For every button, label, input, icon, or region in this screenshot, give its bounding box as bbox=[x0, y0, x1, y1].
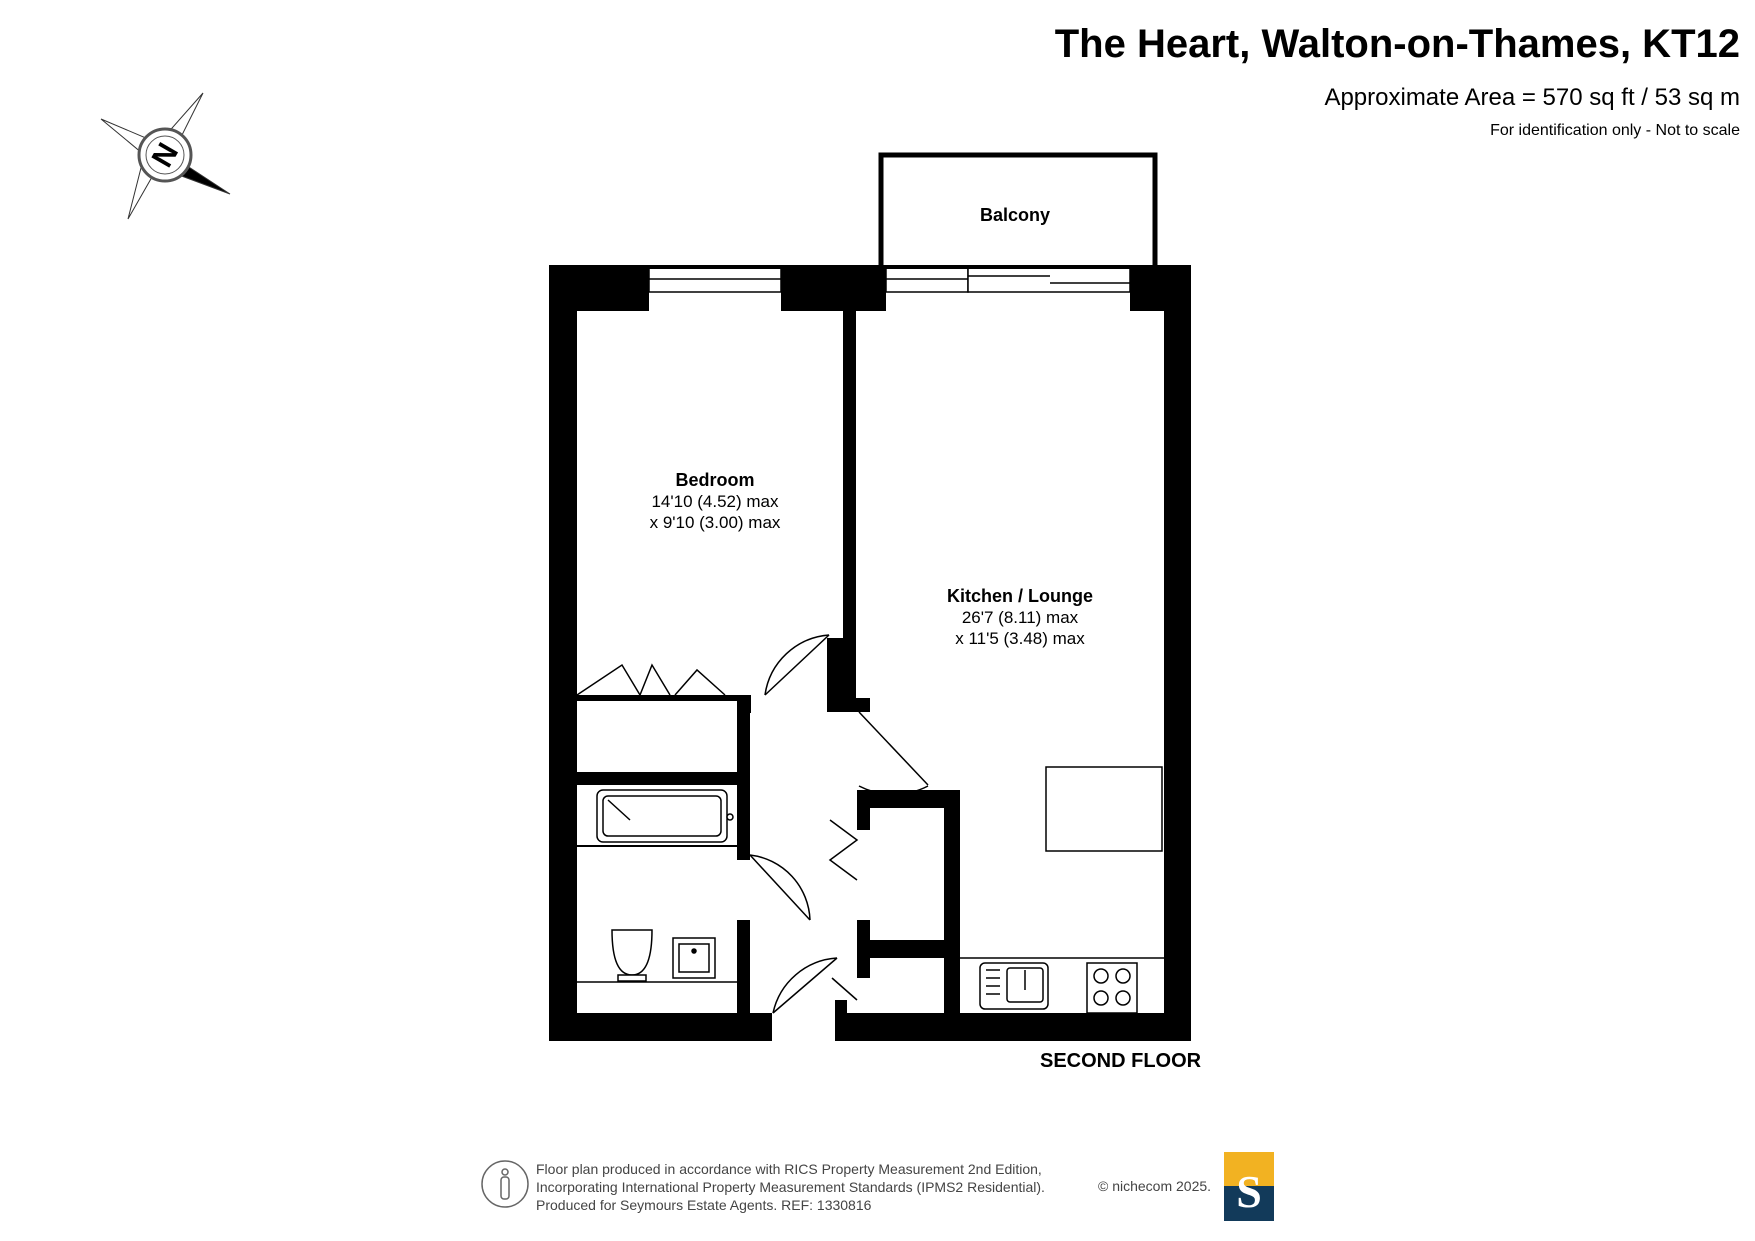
page-title: The Heart, Walton-on-Thames, KT12 bbox=[1054, 22, 1740, 66]
copyright: © nichecom 2025. bbox=[1098, 1178, 1212, 1194]
room-kitchen-lounge: Kitchen / Lounge 26'7 (8.11) max x 11'5 … bbox=[920, 586, 1120, 649]
balcony-name: Balcony bbox=[979, 205, 1051, 225]
footer-line-2: Incorporating International Property Mea… bbox=[536, 1179, 1045, 1195]
footer-line-1: Floor plan produced in accordance with R… bbox=[536, 1161, 1042, 1177]
balcony-outline bbox=[878, 152, 1158, 292]
compass-north-icon: N bbox=[100, 92, 231, 220]
footer-text: Floor plan produced in accordance with R… bbox=[536, 1160, 1045, 1214]
toilet bbox=[611, 929, 653, 976]
room-balcony: Balcony bbox=[940, 205, 1090, 226]
windows bbox=[648, 265, 1131, 293]
footer-line-3: Produced for Seymours Estate Agents. REF… bbox=[536, 1197, 872, 1213]
person-icon bbox=[481, 1160, 529, 1208]
scale-note: For identification only - Not to scale bbox=[1490, 122, 1740, 139]
kitchen-lounge-dim-2: x 11'5 (3.48) max bbox=[955, 629, 1085, 648]
bedroom-name: Bedroom bbox=[675, 470, 755, 490]
seymours-logo: S bbox=[1224, 1152, 1274, 1221]
fixtures bbox=[577, 766, 1164, 1014]
kitchen-lounge-name: Kitchen / Lounge bbox=[947, 586, 1093, 606]
kitchen-island bbox=[1045, 766, 1163, 852]
hob bbox=[1086, 962, 1138, 1014]
walls bbox=[549, 265, 1191, 1041]
bedroom-dim-2: x 9'10 (3.00) max bbox=[649, 513, 781, 532]
doors bbox=[576, 634, 929, 1014]
kitchen-lounge-dim-1: 26'7 (8.11) max bbox=[961, 608, 1079, 627]
bedroom-dim-1: 14'10 (4.52) max bbox=[651, 492, 779, 511]
floor-label: SECOND FLOOR bbox=[1040, 1050, 1202, 1072]
approximate-area: Approximate Area = 570 sq ft / 53 sq m bbox=[1324, 84, 1740, 111]
room-bedroom: Bedroom 14'10 (4.52) max x 9'10 (3.00) m… bbox=[640, 470, 790, 533]
logo-letter: S bbox=[1236, 1166, 1262, 1217]
